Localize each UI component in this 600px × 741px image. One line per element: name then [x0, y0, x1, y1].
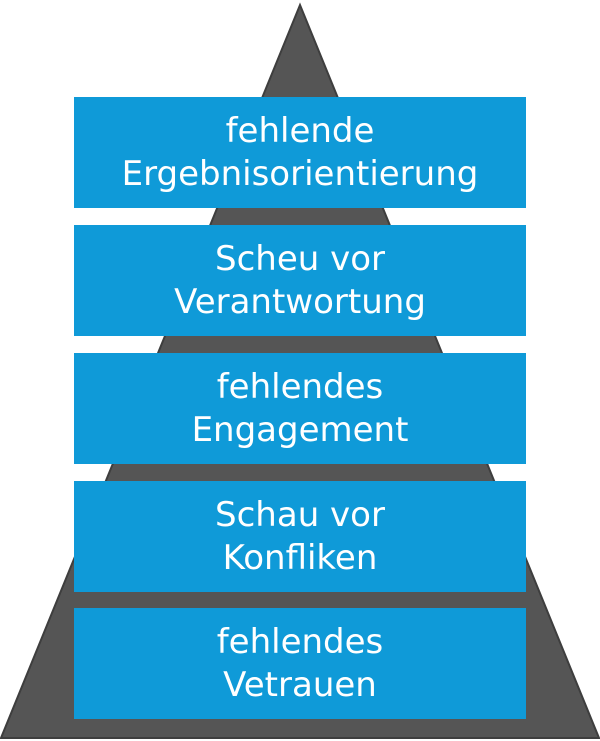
tier-3-line-2: Engagement: [191, 409, 409, 450]
tier-1-line-1: fehlende: [225, 110, 375, 151]
tier-2-line-2: Verantwortung: [174, 281, 426, 322]
tier-2-line-1: Scheu vor: [215, 238, 385, 279]
pyramid-tier-3: fehlendes Engagement: [74, 353, 526, 464]
pyramid-tier-2: Scheu vor Verantwortung: [74, 225, 526, 336]
tier-4-line-1: Schau vor: [215, 494, 385, 535]
tier-1-line-2: Ergebnisorientierung: [121, 153, 479, 194]
pyramid-tier-4: Schau vor Konfliken: [74, 481, 526, 592]
tier-5-line-1: fehlendes: [216, 621, 384, 662]
tier-4-line-2: Konfliken: [222, 537, 378, 578]
tier-3-line-1: fehlendes: [216, 366, 384, 407]
pyramid-tier-5: fehlendes Vetrauen: [74, 608, 526, 719]
pyramid-tier-1: fehlende Ergebnisorientierung: [74, 97, 526, 208]
tier-5-line-2: Vetrauen: [223, 664, 377, 705]
